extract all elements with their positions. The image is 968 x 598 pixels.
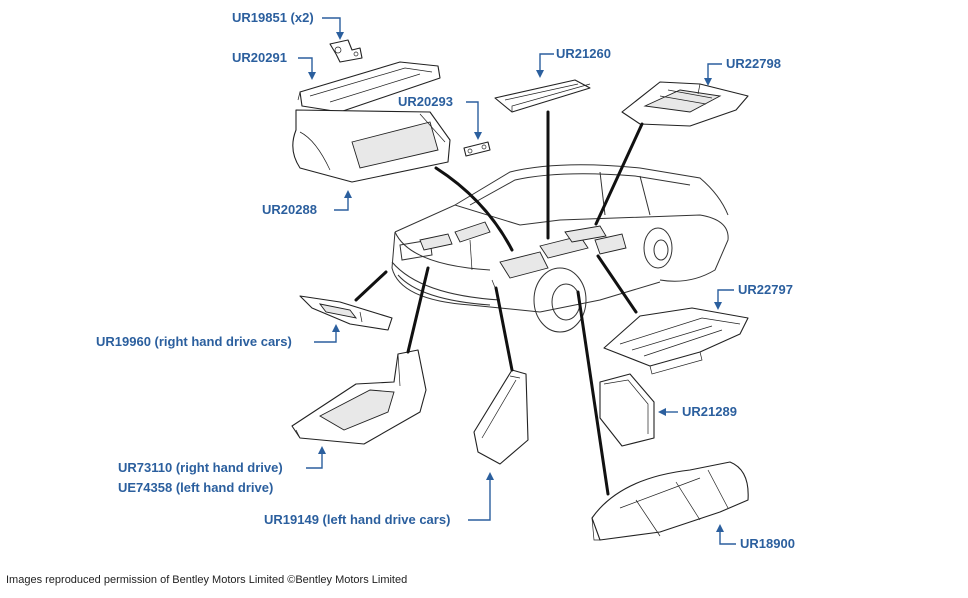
label-ur22798: UR22798 — [726, 56, 781, 71]
label-ur20293: UR20293 — [398, 94, 453, 109]
part-ur19851 — [329, 39, 363, 63]
label-ur21260: UR21260 — [556, 46, 611, 61]
credit-footer: Images reproduced permission of Bentley … — [6, 574, 408, 586]
label-ue74358: UE74358 (left hand drive) — [118, 480, 274, 495]
car-body-illustration — [391, 164, 729, 333]
part-ur22797 — [603, 307, 749, 375]
label-ur22797: UR22797 — [738, 282, 793, 297]
part-ur19960 — [299, 295, 393, 331]
label-ur19960: UR19960 (right hand drive cars) — [96, 334, 292, 349]
label-ur20288: UR20288 — [262, 202, 317, 217]
label-ur21289: UR21289 — [682, 404, 737, 419]
leader-lines — [354, 110, 644, 496]
part-ur19149 — [473, 369, 529, 465]
label-ur19851: UR19851 (x2) — [232, 10, 314, 25]
label-ur18900: UR18900 — [740, 536, 795, 551]
part-ur22798 — [621, 81, 749, 127]
part-ur20291 — [297, 61, 441, 113]
part-ur21289 — [599, 373, 655, 447]
part-ur21260 — [494, 79, 591, 113]
part-ur18900 — [591, 461, 749, 541]
label-pointers — [298, 17, 736, 545]
part-ur73110 — [291, 349, 427, 445]
label-ur19149: UR19149 (left hand drive cars) — [264, 512, 451, 527]
label-ur73110: UR73110 (right hand drive) — [118, 460, 283, 475]
part-ur20288 — [292, 109, 451, 183]
label-ur20291: UR20291 — [232, 50, 287, 65]
part-ur20293 — [463, 141, 491, 157]
